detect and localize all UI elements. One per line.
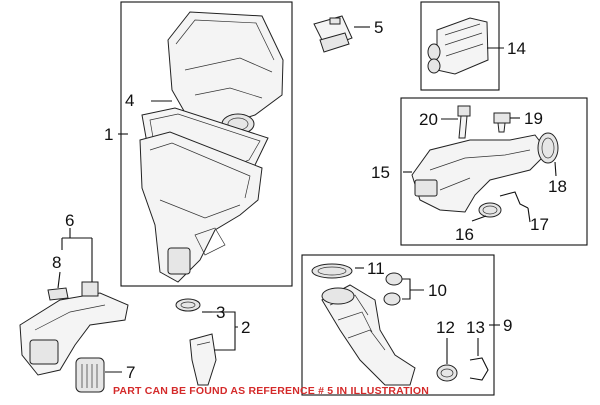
- foam-pad-8[interactable]: [47, 287, 69, 301]
- air-box-lower[interactable]: [139, 131, 263, 283]
- clamp-18[interactable]: [537, 132, 559, 164]
- callout-18: 18: [548, 177, 567, 196]
- callout-1: 1: [104, 125, 113, 144]
- callout-9: 9: [503, 316, 512, 335]
- callout-14: 14: [507, 39, 526, 58]
- intake-duct-15[interactable]: [411, 134, 549, 213]
- mass-air-flow-sensor[interactable]: [313, 15, 353, 53]
- callout-12: 12: [436, 318, 455, 337]
- intake-hose-9[interactable]: [321, 284, 416, 386]
- callout-8: 8: [52, 253, 61, 272]
- callout-11: 11: [367, 259, 385, 278]
- sensor-20[interactable]: [457, 105, 471, 139]
- callout-16: 16: [455, 225, 474, 244]
- leader-lines: [57, 26, 557, 373]
- callout-13: 13: [466, 318, 485, 337]
- bracket-2[interactable]: [189, 333, 217, 386]
- air-duct-6[interactable]: [19, 281, 129, 376]
- group-box-air-cleaner: [120, 1, 293, 287]
- clip-17[interactable]: [499, 191, 529, 209]
- sensor-19[interactable]: [493, 112, 511, 133]
- clamp-10[interactable]: [383, 272, 403, 306]
- callout-17: 17: [530, 215, 549, 234]
- ring-16[interactable]: [478, 202, 502, 218]
- reference-note: PART CAN BE FOUND AS REFERENCE # 5 IN IL…: [113, 385, 429, 397]
- ring-12[interactable]: [436, 364, 458, 382]
- callout-3: 3: [216, 303, 225, 322]
- callout-numbers: 1 2 3 4 5 6 7 8 9 10 11 12 13 14 15 16 1…: [52, 18, 567, 382]
- callout-10: 10: [428, 281, 447, 300]
- group-box-15: [400, 97, 588, 246]
- callout-15: 15: [371, 163, 390, 182]
- clip-13[interactable]: [469, 357, 489, 381]
- callout-19: 19: [524, 109, 543, 128]
- group-box-14: [420, 1, 500, 91]
- callout-2: 2: [241, 318, 250, 337]
- resonator-part-14[interactable]: [427, 17, 489, 75]
- grommet-3[interactable]: [175, 298, 201, 312]
- callout-7: 7: [126, 363, 135, 382]
- seal-ring-11[interactable]: [311, 263, 353, 279]
- callout-6: 6: [65, 211, 74, 230]
- callout-5: 5: [374, 18, 383, 37]
- callout-4: 4: [125, 91, 134, 110]
- grille-7[interactable]: [75, 357, 105, 393]
- callout-20: 20: [419, 110, 438, 129]
